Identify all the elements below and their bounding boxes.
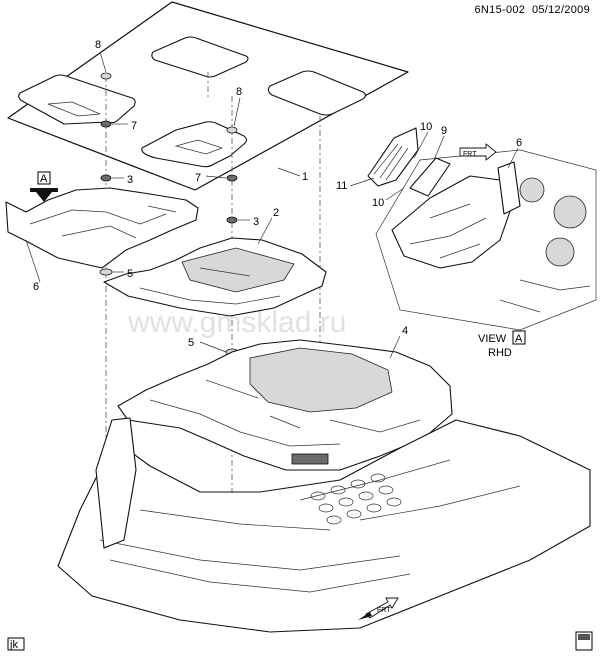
front-arrow-icon: FRT <box>358 597 399 620</box>
fasteners <box>99 72 239 356</box>
view-side: RHD <box>488 347 512 359</box>
callout-8-right: 8 <box>236 86 242 98</box>
diagram-id: 6N15-002 <box>474 4 526 16</box>
detail-bolster <box>497 161 521 215</box>
callout-1: 1 <box>302 171 308 183</box>
view-arrow-icon: A <box>30 171 58 202</box>
carpet-tunnel <box>249 347 393 413</box>
front-mat-right-heelpad <box>174 139 224 155</box>
view-marker-letter: A <box>40 173 48 185</box>
detail-sill-plate <box>367 127 419 187</box>
view-label: VIEW A RHD <box>478 330 526 359</box>
carpet-step-pad <box>291 453 329 465</box>
floor-pan-hole-grid <box>310 473 402 525</box>
rear-mat-left <box>151 36 249 78</box>
callout-8-left: 8 <box>95 39 101 51</box>
callout-7-left: 7 <box>131 120 137 132</box>
callout-3-right: 3 <box>253 216 259 228</box>
detail-wheel-well <box>519 177 545 203</box>
callout-5-lower: 5 <box>188 337 194 349</box>
carpet-detail <box>149 379 421 447</box>
front-mat-right <box>141 121 248 168</box>
callout-10-upper: 10 <box>420 121 432 133</box>
callout-6-left: 6 <box>33 281 39 293</box>
front-arrow-icon: FRT <box>459 143 497 161</box>
b-pillar <box>95 417 137 549</box>
detail-view-a <box>367 127 597 331</box>
insulator-right-detail <box>139 267 281 305</box>
view-label-text: VIEW <box>478 333 507 345</box>
frt-label-detail: FRT <box>463 151 477 158</box>
footer-code: jk <box>9 639 18 651</box>
callout-11: 11 <box>336 180 347 192</box>
detail-insulator <box>391 175 515 269</box>
callout-2: 2 <box>273 207 279 219</box>
leader-lines <box>25 51 519 359</box>
diagram-date: 05/12/2009 <box>531 4 590 16</box>
callout-9: 9 <box>441 125 447 137</box>
frt-label-main: FRT <box>377 607 391 614</box>
callout-7-right: 7 <box>195 172 201 184</box>
detail-retainer <box>409 157 451 197</box>
footer-code-box: jk <box>7 637 25 651</box>
logo-icon <box>575 631 593 651</box>
callout-6-detail: 6 <box>516 137 522 149</box>
rear-mat-right <box>267 70 367 116</box>
front-mat-left <box>18 74 136 125</box>
callout-5-upper: 5 <box>127 268 133 280</box>
floor-pan-ribs <box>99 459 521 593</box>
diagram-header: 6N15-002 05/12/2009 <box>475 4 591 16</box>
callout-3-left: 3 <box>127 174 133 186</box>
callout-10-lower: 10 <box>372 197 384 209</box>
view-label-box-letter: A <box>515 333 523 345</box>
callout-4: 4 <box>402 325 408 337</box>
insulator-left-detail <box>29 205 177 239</box>
front-mat-left-heelpad <box>47 101 101 117</box>
insulator-right-raised <box>181 247 295 293</box>
